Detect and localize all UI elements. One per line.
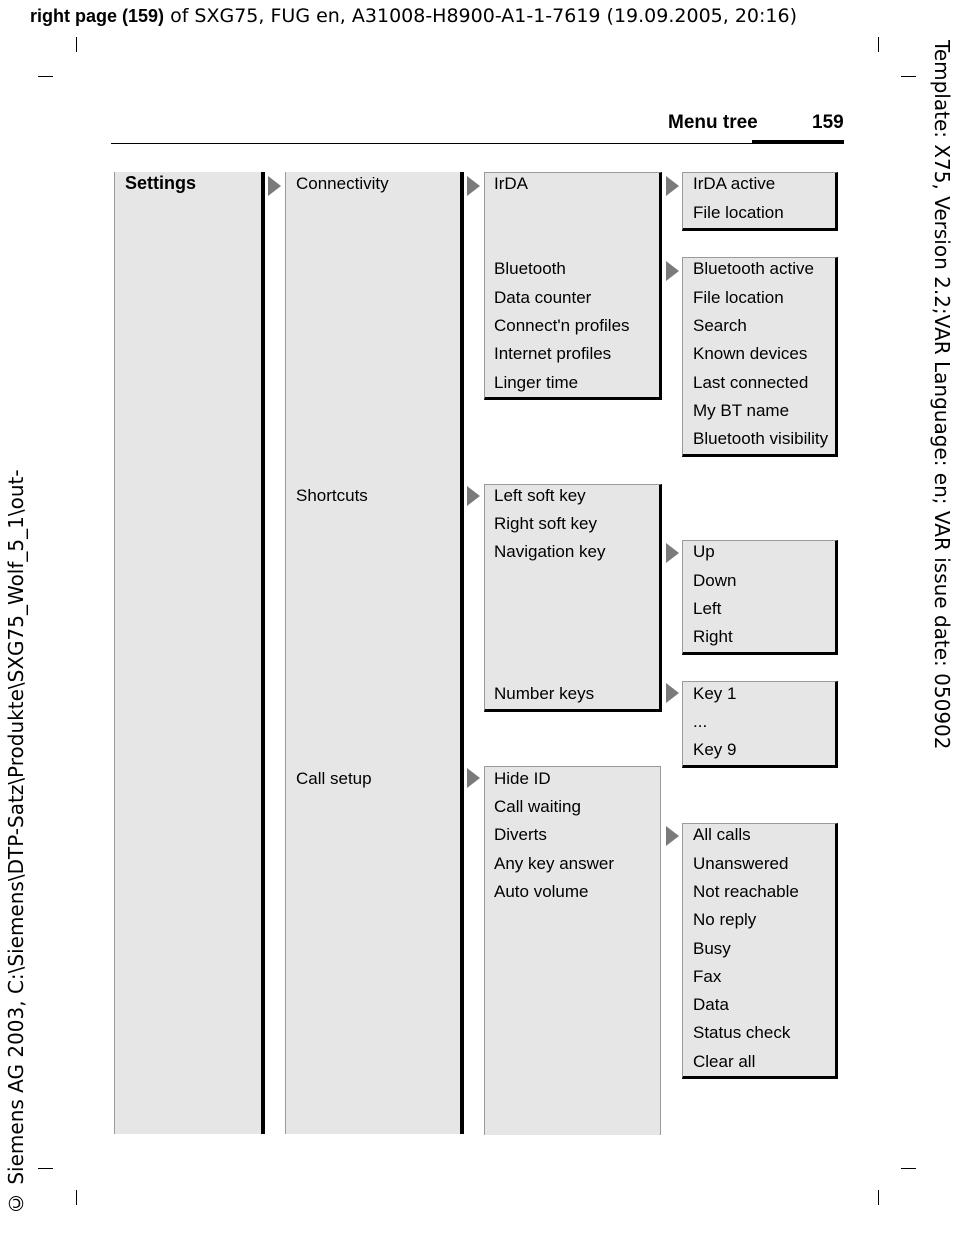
- menu-item-left: Left: [693, 599, 722, 618]
- crop-mark: [38, 76, 53, 77]
- menu-item-call-waiting: Call waiting: [494, 797, 581, 816]
- settings-label: Settings: [125, 173, 197, 193]
- page-number: 159: [812, 112, 844, 133]
- crop-mark: [76, 37, 77, 52]
- page-number-rule: [752, 140, 844, 144]
- menu-item-key-1: Key 1: [693, 684, 737, 703]
- settings-submenu-column: [285, 172, 464, 1134]
- menu-item-known-devices: Known devices: [693, 344, 808, 363]
- menu-item-number-keys: Number keys: [494, 684, 595, 703]
- submenu-arrow-icon: [666, 543, 679, 563]
- menu-item-busy: Busy: [693, 939, 731, 958]
- menu-item-irda-file-location: File location: [693, 203, 784, 222]
- irda-box: [682, 172, 838, 231]
- menu-item-key-9: Key 9: [693, 740, 737, 759]
- print-header-bold: right page (159): [30, 6, 165, 26]
- menu-item-ellipsis: ...: [693, 712, 708, 731]
- menu-item-connect-profiles: Connect'n profiles: [494, 316, 630, 335]
- menu-item-fax: Fax: [693, 967, 722, 986]
- submenu-arrow-icon: [666, 261, 679, 281]
- menu-item-bluetooth: Bluetooth: [494, 259, 566, 278]
- menu-item-auto-volume: Auto volume: [494, 882, 589, 901]
- menu-item-all-calls: All calls: [693, 825, 751, 844]
- submenu-arrow-icon: [268, 176, 281, 196]
- header-rule: [111, 143, 844, 144]
- menu-item-any-key-answer: Any key answer: [494, 854, 614, 873]
- menu-item-down: Down: [693, 571, 737, 590]
- number-keys-box: [682, 681, 838, 768]
- menu-item-status-check: Status check: [693, 1023, 791, 1042]
- menu-item-up: Up: [693, 542, 715, 561]
- menu-item-hide-id: Hide ID: [494, 769, 551, 788]
- menu-item-search: Search: [693, 316, 747, 335]
- menu-item-right-soft-key: Right soft key: [494, 514, 597, 533]
- crop-mark: [38, 1168, 53, 1169]
- crop-mark: [878, 37, 879, 52]
- template-info: Template: X75, Version 2.2;VAR Language:…: [930, 40, 954, 750]
- print-header-rest: of SXG75, FUG en, A31008-H8900-A1-1-7619…: [164, 5, 797, 27]
- crop-mark: [76, 1190, 77, 1205]
- submenu-arrow-icon: [467, 486, 480, 506]
- menu-item-my-bt-name: My BT name: [693, 401, 790, 420]
- menu-item-internet-profiles: Internet profiles: [494, 344, 612, 363]
- menu-item-linger-time: Linger time: [494, 373, 579, 392]
- menu-item-bluetooth-visibility: Bluetooth visibility: [693, 429, 829, 448]
- menu-item-data-counter: Data counter: [494, 288, 592, 307]
- connectivity-box: [484, 172, 662, 400]
- diverts-box: [682, 823, 838, 1079]
- bluetooth-box: [682, 257, 838, 457]
- menu-item-data: Data: [693, 995, 729, 1014]
- crop-mark: [901, 76, 916, 77]
- menu-item-irda: IrDA: [494, 174, 528, 193]
- menu-item-not-reachable: Not reachable: [693, 882, 799, 901]
- menu-item-connectivity: Connectivity: [296, 174, 389, 193]
- menu-item-last-connected: Last connected: [693, 373, 809, 392]
- settings-column: [114, 172, 265, 1134]
- menu-item-left-soft-key: Left soft key: [494, 486, 586, 505]
- menu-item-clear-all: Clear all: [693, 1052, 756, 1071]
- submenu-arrow-icon: [666, 683, 679, 703]
- navigation-box: [682, 540, 838, 655]
- submenu-arrow-icon: [467, 768, 480, 788]
- menu-item-bluetooth-active: Bluetooth active: [693, 259, 814, 278]
- menu-item-call-setup: Call setup: [296, 769, 372, 788]
- menu-item-no-reply: No reply: [693, 910, 757, 929]
- menu-item-diverts: Diverts: [494, 825, 547, 844]
- submenu-arrow-icon: [666, 176, 679, 196]
- menu-item-unanswered: Unanswered: [693, 854, 789, 873]
- shortcuts-box: [484, 484, 662, 712]
- menu-item-right: Right: [693, 627, 733, 646]
- menu-item-irda-active: IrDA active: [693, 174, 776, 193]
- crop-mark: [878, 1190, 879, 1205]
- submenu-arrow-icon: [467, 176, 480, 196]
- menu-item-bt-file-location: File location: [693, 288, 784, 307]
- submenu-arrow-icon: [666, 826, 679, 846]
- page-title: Menu tree: [668, 112, 758, 133]
- crop-mark: [901, 1168, 916, 1169]
- print-header: right page (159) of SXG75, FUG en, A3100…: [30, 5, 797, 27]
- menu-item-shortcuts: Shortcuts: [296, 486, 368, 505]
- call-setup-column: [484, 766, 661, 1135]
- menu-item-navigation-key: Navigation key: [494, 542, 606, 561]
- copyright-path: © Siemens AG 2003, C:\Siemens\DTP-Satz\P…: [4, 469, 28, 1215]
